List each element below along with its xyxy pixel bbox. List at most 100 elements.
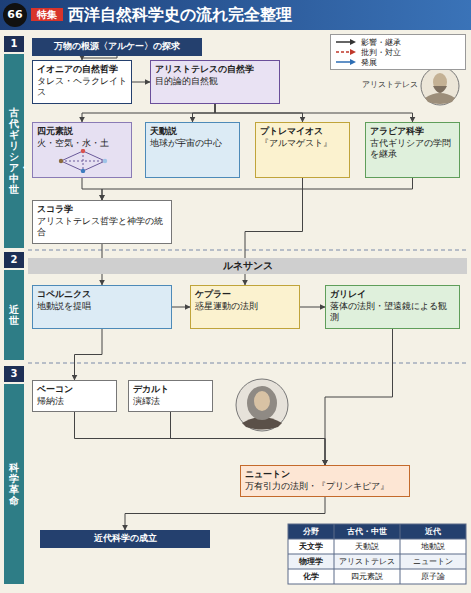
table-rule (288, 569, 466, 570)
box-heading: デカルト (133, 384, 208, 396)
table-rule (288, 539, 466, 540)
table-cell: 天文学 (288, 539, 334, 554)
flow-arrow (75, 412, 326, 465)
table-rule (288, 554, 466, 555)
box-body: 惑星運動の法則 (195, 301, 295, 313)
box-body: 万有引力の法則・『プリンキピア』 (245, 481, 405, 493)
table-header-row (288, 524, 466, 539)
box-heading: スコラ学 (37, 204, 167, 216)
history-box: アラビア科学古代ギリシアの学問を継承 (365, 122, 460, 178)
flow-arrow (215, 104, 413, 122)
table-cell: 分野 (288, 524, 334, 539)
history-box: ガリレイ落体の法則・望遠鏡による観測 (325, 285, 460, 329)
legend-item: 批判・対立 (335, 47, 461, 57)
section-band: 科学革命 (4, 384, 24, 584)
box-heading: アリストテレスの自然学 (155, 64, 275, 76)
history-box: イオニアの自然哲学タレス・ヘラクレイトス (32, 60, 132, 104)
box-body: 古代ギリシアの学問を継承 (370, 138, 455, 161)
flow-arrow (132, 82, 150, 83)
table-row (288, 554, 466, 569)
table-cell: 物理学 (288, 554, 334, 569)
box-heading: プトレマイオス (260, 126, 345, 138)
flow-arrow (75, 329, 103, 380)
portrait-frame (421, 67, 459, 105)
section-band: 古代ギリシア・中世 (4, 54, 24, 248)
box-heading: 万物の根源〈アルケー〉の探求 (36, 41, 198, 53)
table-row (288, 569, 466, 584)
box-body: 演繹法 (133, 396, 208, 408)
legend-line (336, 61, 351, 63)
flow-arrow (172, 307, 190, 308)
history-box: ニュートン万有引力の法則・『プリンキピア』 (240, 465, 410, 497)
table-cell: 原子論 (400, 569, 466, 584)
flow-arrow (300, 307, 325, 308)
table-border (288, 524, 466, 584)
flow-arrow (82, 104, 215, 122)
box-body: アリストテレス哲学と神学の統合 (37, 216, 167, 239)
box-heading: 古代ギリシア・中世 (9, 107, 19, 195)
box-body: 落体の法則・望遠鏡による観測 (330, 301, 455, 324)
history-box: スコラ学アリストテレス哲学と神学の統合 (32, 200, 172, 244)
table-cell: アリストテレス (334, 554, 400, 569)
element-figure-holder (37, 149, 127, 173)
legend-line (336, 51, 351, 53)
portrait-caption: アリストテレス (346, 80, 418, 90)
box-body: 火・空気・水・土 (37, 138, 127, 150)
box-heading: 天動説 (150, 126, 235, 138)
box-body: 目的論的自然観 (155, 76, 275, 88)
table-cell: 化学 (288, 569, 334, 584)
legend-arrowhead (350, 39, 356, 45)
newton-portrait (236, 379, 288, 431)
box-heading: ニュートン (245, 469, 405, 481)
box-heading: イオニアの自然哲学 (37, 64, 127, 76)
box-heading: ベーコン (37, 384, 112, 396)
era-band: ルネサンス (28, 258, 467, 274)
box-heading: ケプラー (195, 289, 295, 301)
history-box: 天動説地球が宇宙の中心 (145, 122, 240, 178)
flow-arrow (325, 329, 393, 465)
history-box: ベーコン帰納法 (32, 380, 117, 412)
legend-text: 発展 (361, 57, 377, 68)
box-heading: 近代科学の成立 (44, 533, 206, 545)
section-band: 近世 (4, 270, 24, 360)
portrait-head (254, 391, 270, 411)
table-cell: 地動説 (400, 539, 466, 554)
summary-table (288, 524, 466, 584)
box-body: 『アルマゲスト』 (260, 138, 345, 150)
box-heading: 四元素説 (37, 126, 127, 138)
element-dot (81, 149, 85, 153)
page-title: 西洋自然科学史の流れ完全整理 (68, 5, 464, 25)
section-divider (28, 363, 467, 364)
legend-item: 発展 (335, 57, 461, 67)
legend-arrowhead (350, 59, 356, 65)
element-diamond (61, 151, 105, 171)
box-heading: 近世 (9, 304, 19, 326)
legend-item: 影響・継承 (335, 37, 461, 47)
legend-box: 影響・継承批判・対立発展 (330, 34, 466, 70)
section-number: 3 (4, 366, 24, 382)
box-heading: アラビア科学 (370, 126, 455, 138)
box-body: 地球が宇宙の中心 (150, 138, 235, 150)
element-dot (81, 169, 85, 173)
legend-sample (335, 58, 357, 66)
box-body: タレス・ヘラクレイトス (37, 76, 127, 99)
box-heading: 科学革命 (9, 462, 19, 506)
legend-text: 批判・対立 (361, 47, 401, 58)
page-number: 66 (3, 8, 27, 22)
section-divider (28, 250, 467, 251)
table-row (288, 539, 466, 554)
portrait-wig (247, 386, 277, 420)
box-body: 地動説を提唱 (37, 301, 167, 313)
element-figure (37, 149, 127, 173)
section-number: 1 (4, 36, 24, 52)
table-cell: 古代・中世 (334, 524, 400, 539)
aristotle-portrait (421, 67, 459, 105)
table-cell: 天動説 (334, 539, 400, 554)
box-heading: コペルニクス (37, 289, 167, 301)
element-dot (59, 159, 63, 163)
section-number: 2 (4, 252, 24, 268)
history-box: 万物の根源〈アルケー〉の探求 (32, 38, 202, 56)
portrait-beard (433, 86, 447, 93)
history-box: アリストテレスの自然学目的論的自然観 (150, 60, 280, 104)
